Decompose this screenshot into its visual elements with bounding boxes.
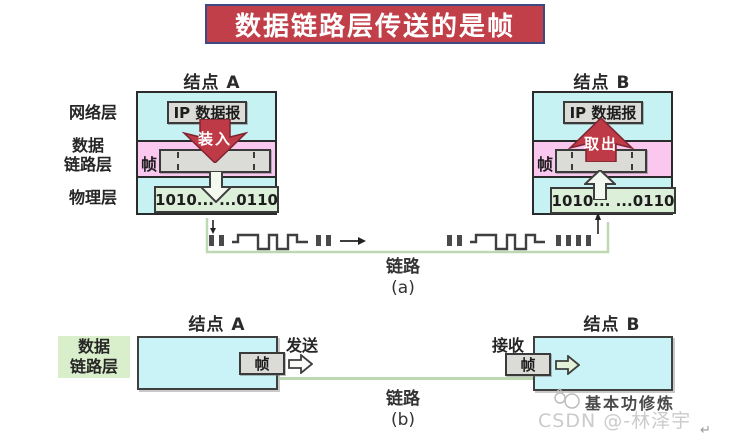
receive-label: 接收 (492, 336, 525, 355)
extract-action-label: 取出 (584, 135, 619, 153)
node-b-title-b: 结点 B (583, 315, 641, 335)
receive-arrow-icon (555, 355, 580, 375)
link-label-b: 链路 (386, 389, 420, 409)
caption-a: (a) (391, 278, 415, 298)
frame-boundary-dash (177, 152, 179, 170)
frame-box-receiver: 帧 (505, 353, 551, 376)
extract-up-arrow-icon (568, 118, 634, 162)
datalink-tag-line2: 链路层 (69, 357, 118, 376)
node-b-title: 结点 B (573, 73, 631, 93)
caption-b: (b) (390, 410, 416, 430)
node-a-box: IP 数据报 装入 帧 1010... ...0110 (136, 91, 279, 215)
link-line-b (278, 377, 533, 380)
node-a-frame-label: 帧 (141, 155, 158, 174)
datalink-layer-label: 数据 链路层 (48, 136, 128, 174)
watermark-credit: CSDN @-林泽宇 (538, 410, 692, 432)
watermark-brand: 基本功修炼 (585, 394, 676, 413)
frame-boundary-dash (571, 152, 573, 170)
load-down-arrow-icon (182, 119, 248, 163)
send-label: 发送 (286, 336, 319, 355)
node-b-bits-box: 1010... ...0110 (550, 187, 676, 214)
datalink-layer-line1: 数据 (71, 136, 104, 155)
datalink-layer-line2: 链路层 (63, 155, 112, 174)
link-label-a: 链路 (386, 257, 420, 277)
network-layer-label: 网络层 (68, 103, 117, 122)
datalink-layer-tag: 数据 链路层 (58, 336, 130, 378)
node-b-frame-label: 帧 (537, 155, 554, 174)
load-action-label: 装入 (198, 130, 233, 148)
brand-logo-icon (554, 388, 580, 409)
link-signal-waveform (205, 212, 610, 254)
node-a-title-b: 结点 A (188, 315, 246, 335)
frame-boundary-dash (253, 152, 255, 170)
send-arrow-icon (288, 354, 313, 374)
up-hollow-arrow-icon (584, 170, 616, 200)
down-hollow-arrow-icon (200, 171, 232, 203)
page-title: 数据链路层传送的是帧 (205, 4, 545, 44)
node-b-box: IP 数据报 取出 帧 1010... ...0110 (532, 91, 676, 215)
frame-box-sender: 帧 (239, 352, 285, 375)
watermark-return-mark: ↵ (700, 423, 711, 438)
physical-layer-label: 物理层 (68, 188, 117, 207)
datalink-tag-line1: 数据 (77, 337, 110, 356)
node-a-title: 结点 A (183, 73, 241, 93)
frame-boundary-dash (631, 152, 633, 170)
